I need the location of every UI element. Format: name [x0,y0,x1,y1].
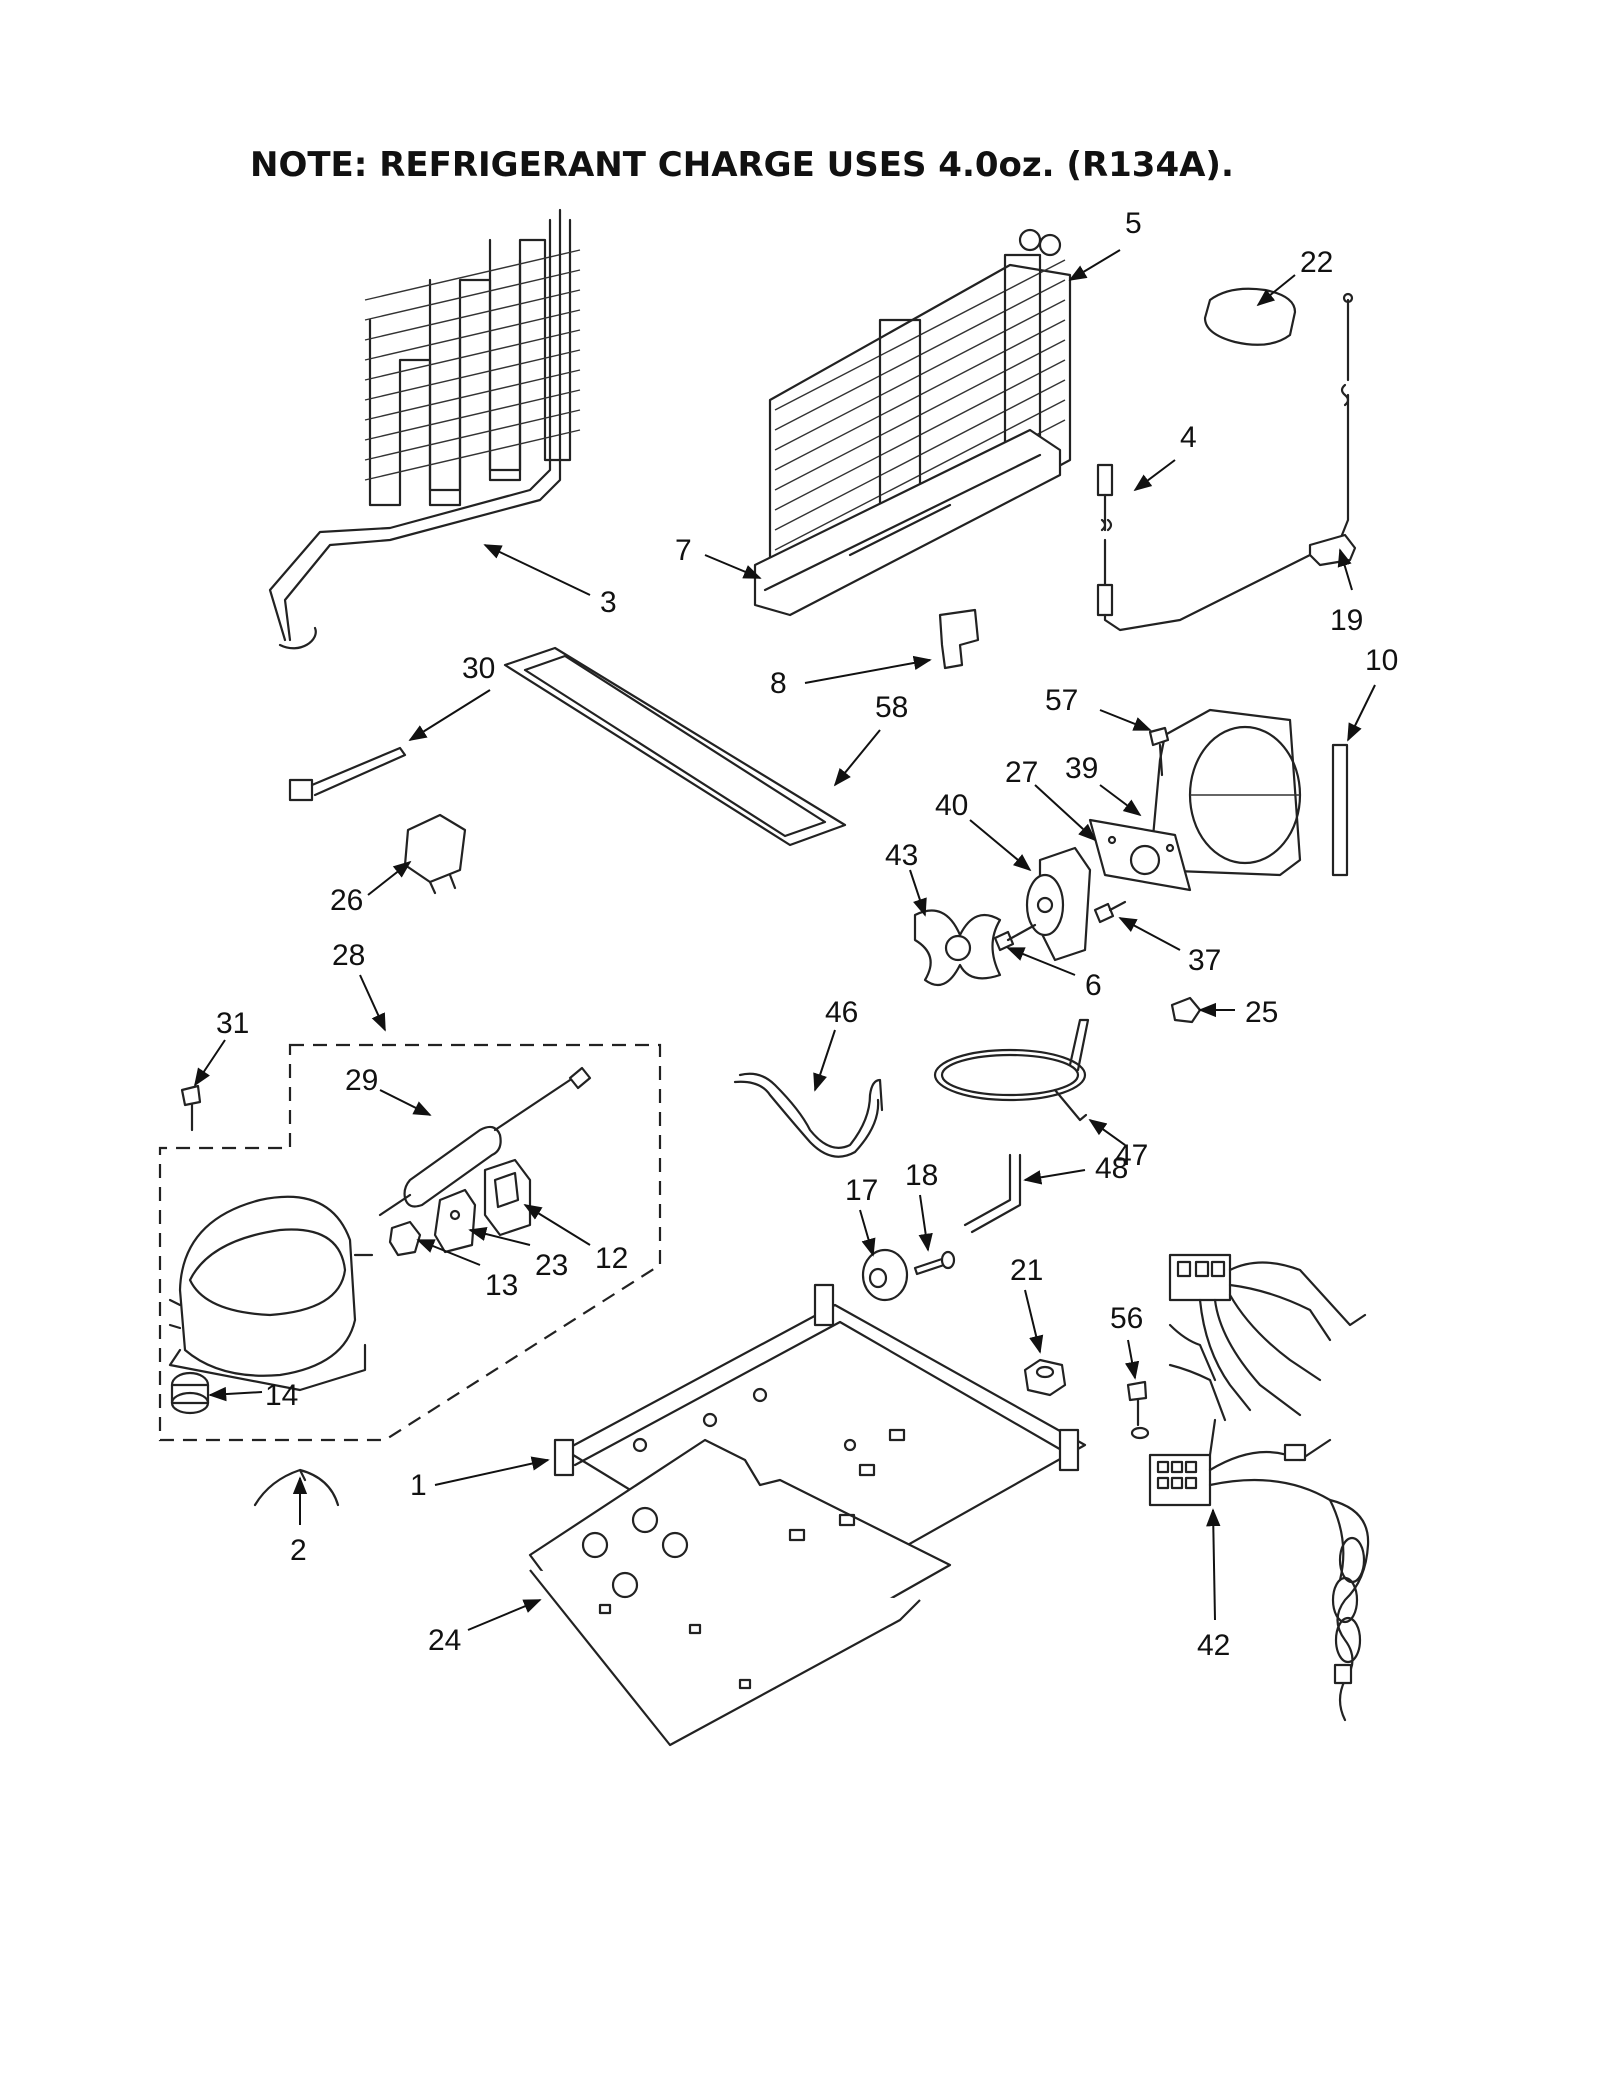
callout-48: 48 [1095,1152,1128,1185]
part-condenser [268,208,581,650]
leader-lines [194,249,1376,1631]
part-terminal [388,1220,422,1257]
part-relay [403,813,467,895]
callout-10: 10 [1365,644,1398,677]
part-strip [1331,743,1349,877]
part-drain-pan [503,646,847,847]
part-screw-31 [180,1084,202,1132]
callout-23: 23 [535,1249,568,1282]
part-bracket [938,608,980,670]
callout-28: 28 [332,939,365,972]
part-compressor [168,1195,374,1392]
callout-29: 29 [345,1064,378,1097]
part-wire-harness [1148,1253,1370,1722]
part-pad [1203,287,1297,346]
part-nut [1023,1358,1067,1397]
callout-19: 19 [1330,604,1363,637]
part-fan-motor [1025,846,1092,962]
callout-24: 24 [428,1624,461,1657]
callout-labels: 5 22 4 7 3 19 10 8 30 58 57 27 39 40 43 … [216,207,1398,1662]
callout-40: 40 [935,789,968,822]
part-overload [483,1158,532,1237]
part-hose-47 [933,1018,1090,1122]
callout-42: 42 [1197,1629,1230,1662]
callout-2: 2 [290,1534,307,1567]
part-grommet [170,1371,210,1415]
callout-56: 56 [1110,1302,1143,1335]
callout-3: 3 [600,586,617,619]
part-tube-48 [963,1153,1022,1234]
refrigerant-note: NOTE: REFRIGERANT CHARGE USES 4.0oz. (R1… [250,145,1234,185]
callout-25: 25 [1245,996,1278,1029]
callout-39: 39 [1065,752,1098,785]
callout-7: 7 [675,534,692,567]
callout-13: 13 [485,1269,518,1302]
part-tie-strap [288,746,407,802]
callout-57: 57 [1045,684,1078,717]
part-clip-25 [1170,996,1202,1024]
part-spring-clip [253,1468,340,1507]
part-fan-shroud [1148,708,1302,877]
part-screw-37 [1093,900,1127,924]
part-clip [1308,533,1357,567]
callout-14: 14 [265,1379,298,1412]
part-drain-trough [753,428,1062,617]
callout-46: 46 [825,996,858,1029]
callout-21: 21 [1010,1254,1043,1287]
callout-4: 4 [1180,421,1197,454]
part-drain-tube-46 [738,1072,884,1149]
callout-18: 18 [905,1159,938,1192]
callout-30: 30 [462,652,495,685]
part-screw-56 [1126,1380,1150,1440]
callout-8: 8 [770,667,787,700]
part-axle-pin [913,1250,956,1276]
kit-outline [158,1043,662,1442]
callout-12: 12 [595,1242,628,1275]
callout-6: 6 [1085,969,1102,1002]
part-screw-6 [993,923,1037,952]
callout-31: 31 [216,1007,249,1040]
callout-1: 1 [410,1469,427,1502]
part-motor-plate [1088,818,1192,892]
callout-17: 17 [845,1174,878,1207]
callout-5: 5 [1125,207,1142,240]
callout-27: 27 [1005,756,1038,789]
callout-43: 43 [885,839,918,872]
callout-47: 47 [1115,1139,1148,1172]
callout-58: 58 [875,691,908,724]
part-insulation-plate [528,1438,952,1747]
part-sensor-harness [1096,292,1354,632]
part-screw-57 [1148,726,1170,777]
part-roller [861,1248,909,1302]
callout-26: 26 [330,884,363,917]
part-fan-blade [913,909,1002,987]
part-drier [378,1066,592,1217]
callout-22: 22 [1300,246,1333,279]
part-start-device [433,1188,477,1254]
callout-37: 37 [1188,944,1221,977]
